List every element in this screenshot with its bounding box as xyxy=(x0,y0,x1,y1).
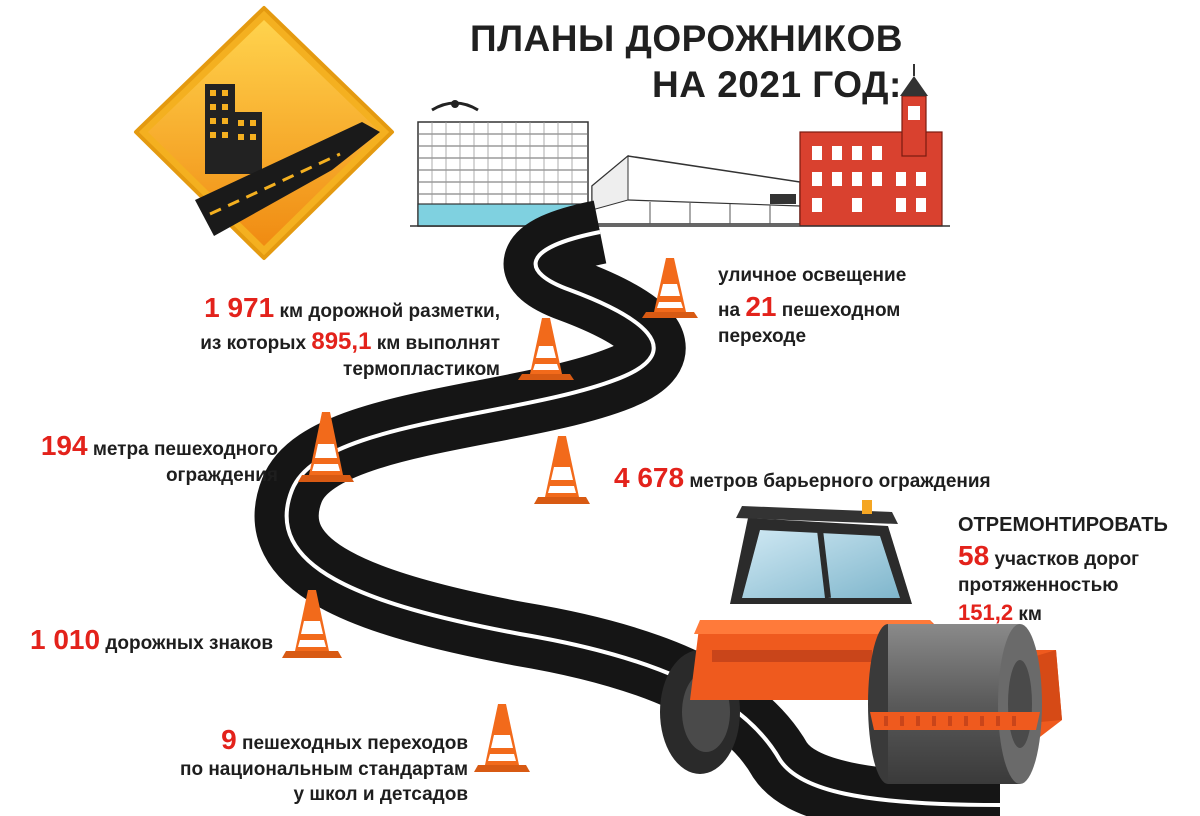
fact-fence-text1: метра пешеходного xyxy=(92,439,278,460)
fact-barrier-text1: метров барьерного ограждения xyxy=(689,471,991,492)
fact-repair: ОТРЕМОНТИРОВАТЬ 58 участков дорог протяж… xyxy=(958,512,1188,628)
fact-marking-value: 1 971 xyxy=(204,292,275,323)
fact-barrier-value: 4 678 xyxy=(614,462,685,493)
fact-repair-text1: участков дорог xyxy=(994,549,1140,570)
fact-lighting-text3: пешеходном xyxy=(781,299,901,321)
fact-lighting-text1: уличное освещение xyxy=(718,265,907,286)
fact-repair-value2: 151,2 xyxy=(958,600,1014,626)
traffic-cone-icon xyxy=(298,412,354,482)
fact-lighting-text2: на xyxy=(718,299,741,321)
fact-fence-text2: ограждения xyxy=(165,465,278,487)
fact-repair-value: 58 xyxy=(958,540,990,571)
traffic-cone-icon xyxy=(642,258,698,318)
page-subtitle: НА 2021 ГОД: xyxy=(652,64,902,105)
traffic-cone-icon xyxy=(282,590,342,658)
fact-fence-value: 194 xyxy=(40,430,88,461)
fact-lighting: уличное освещение на 21 пешеходном перех… xyxy=(718,264,978,350)
fact-crossings-text1: пешеходных переходов xyxy=(241,733,468,754)
fact-marking-text1: км дорожной разметки, xyxy=(279,301,500,322)
fact-repair-text2: протяженностью xyxy=(958,575,1119,597)
fact-repair-text3: км xyxy=(1018,604,1042,626)
fact-marking-text2: из которых xyxy=(200,333,307,355)
fact-marking-value2: 895,1 xyxy=(311,328,372,356)
page-title: ПЛАНЫ ДОРОЖНИКОВ xyxy=(470,18,903,59)
road-sign-icon xyxy=(134,6,394,260)
fact-barrier: 4 678 метров барьерного ограждения xyxy=(614,460,1034,496)
fact-marking-text4: термопластиком xyxy=(343,358,500,380)
traffic-cone-icon xyxy=(534,436,590,504)
traffic-cone-icon xyxy=(518,318,574,380)
traffic-cone-icon xyxy=(474,704,530,772)
fact-marking-text3: км выполнят xyxy=(376,333,500,355)
fact-crossings: 9 пешеходных переходов по национальным с… xyxy=(148,722,468,808)
fact-crossings-text3: у школ и детсадов xyxy=(293,784,468,806)
road xyxy=(254,200,1001,816)
road-roller-icon xyxy=(660,500,1062,784)
fact-signs-value: 1 010 xyxy=(30,624,101,655)
fact-lighting-text4: переходе xyxy=(718,326,807,348)
fact-fence: 194 метра пешеходного ограждения xyxy=(18,428,278,489)
fact-signs: 1 010 дорожных знаков xyxy=(30,622,290,658)
building-icon xyxy=(410,64,950,227)
fact-repair-heading: ОТРЕМОНТИРОВАТЬ xyxy=(958,514,1168,536)
fact-marking: 1 971 км дорожной разметки, из которых 8… xyxy=(140,290,500,382)
fact-signs-text1: дорожных знаков xyxy=(105,633,274,654)
fact-lighting-value: 21 xyxy=(745,290,777,322)
fact-crossings-value: 9 xyxy=(221,724,237,755)
fact-crossings-text2: по национальным стандартам xyxy=(179,759,468,781)
